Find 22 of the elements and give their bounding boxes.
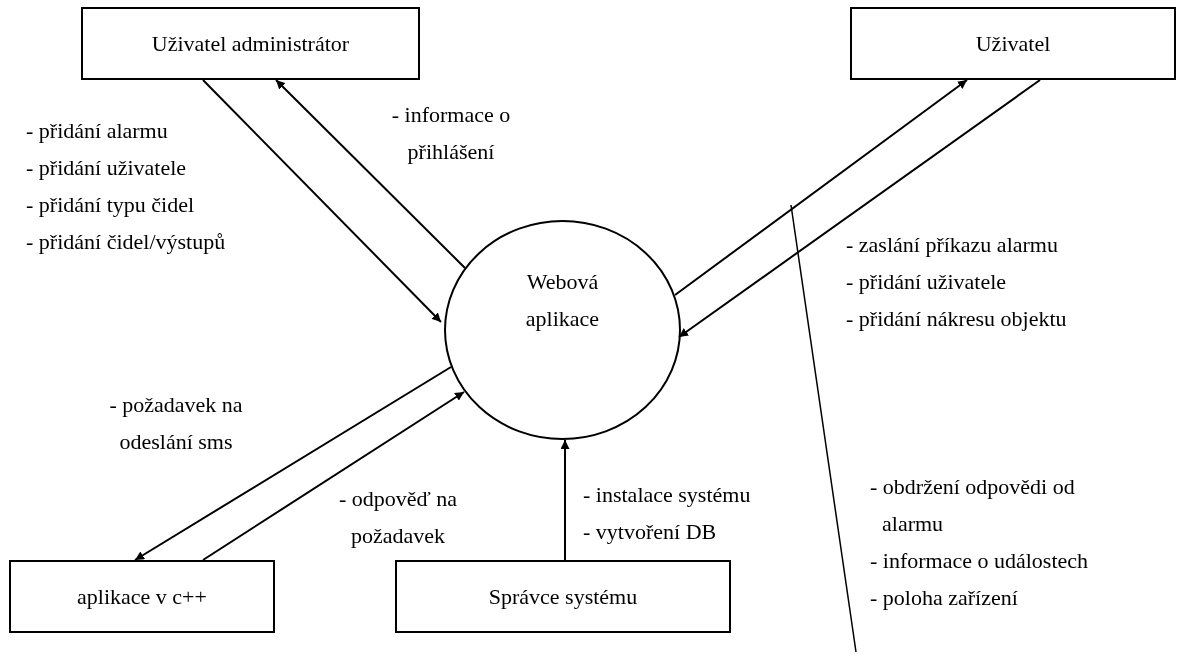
arrow xyxy=(674,79,968,296)
process-label: Webová aplikace xyxy=(524,268,601,333)
entity-box: Správce systému xyxy=(395,560,731,633)
edge-label: - odpověď na požadavek xyxy=(337,485,459,550)
arrow xyxy=(678,79,1041,338)
arrow xyxy=(202,391,465,561)
arrow xyxy=(134,366,452,561)
entity-box: Uživatel administrátor xyxy=(81,7,420,80)
leader-line xyxy=(790,204,857,653)
edge-label: - požadavek na odeslání sms xyxy=(108,391,244,456)
note-text: - obdržení odpovědi od alarmu xyxy=(870,473,1076,538)
entity-box: aplikace v c++ xyxy=(9,560,275,633)
edge-label: - přidání alarmu - přidání uživatele - přidání typu čidel - přidání čidel/výstupů xyxy=(26,117,227,256)
arrow xyxy=(202,79,442,323)
edge-label: - instalace systému - vytvoření DB xyxy=(583,481,752,546)
note-text: - informace o událostech xyxy=(870,547,1090,575)
edge-label: - informace o přihlášení xyxy=(390,101,512,166)
note-text: - poloha zařízení xyxy=(870,584,1019,612)
entity-box: Uživatel xyxy=(850,7,1176,80)
edge-label: - zaslání příkazu alarmu - přidání uživatele - přidání nákresu objektu xyxy=(846,231,1068,333)
arrow xyxy=(275,79,466,269)
arrow xyxy=(560,439,570,561)
